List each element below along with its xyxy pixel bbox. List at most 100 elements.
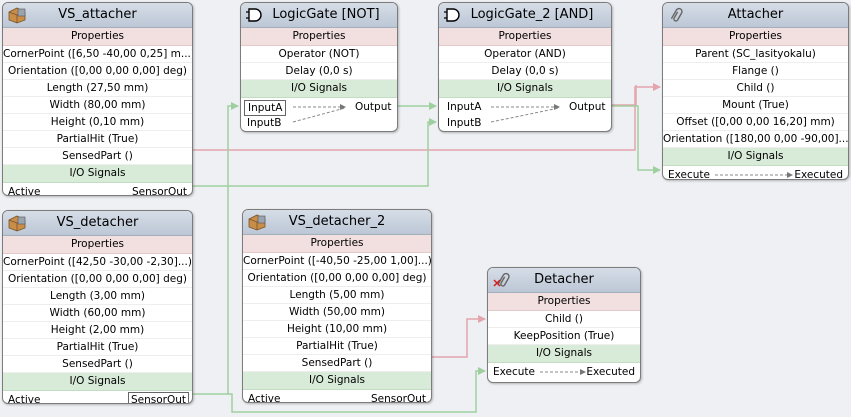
signal-active[interactable]: Active	[8, 394, 41, 404]
signal-sensorout[interactable]: SensorOut	[131, 186, 187, 196]
signal-inputb[interactable]: InputB	[247, 117, 282, 129]
component-title: LogicGate_2 [AND]	[470, 7, 594, 22]
io-signals-section-header[interactable]: I/O Signals	[439, 80, 611, 98]
io-signals-section-header[interactable]: I/O Signals	[488, 345, 640, 363]
paperclip-detach-icon	[493, 272, 510, 287]
property-width[interactable]: Width (80,00 mm)	[3, 97, 192, 114]
io-signal-row: Active SensorOut	[243, 390, 431, 403]
vs-detacher-header[interactable]: VS_detacher	[3, 211, 192, 236]
attacher-component[interactable]: Attacher Properties Parent (SC_lasityoka…	[662, 2, 849, 180]
component-title: Attacher	[727, 7, 784, 22]
property-delay[interactable]: Delay (0,0 s)	[241, 63, 397, 80]
property-cornerpoint[interactable]: CornerPoint ([42,50 -30,00 -2,30]...)	[3, 254, 192, 271]
vs-detacher-component[interactable]: VS_detacher Properties CornerPoint ([42,…	[2, 210, 193, 404]
vs-detacher-2-component[interactable]: VS_detacher_2 Properties CornerPoint ([-…	[242, 209, 432, 403]
io-signals-section-header[interactable]: I/O Signals	[3, 165, 192, 183]
property-partialhit[interactable]: PartialHit (True)	[3, 131, 192, 148]
signal-inputa[interactable]: InputA	[447, 101, 482, 113]
property-height[interactable]: Height (0,10 mm)	[3, 114, 192, 131]
detacher-component[interactable]: Detacher Properties Child () KeepPositio…	[487, 267, 641, 383]
io-signals-section-header[interactable]: I/O Signals	[3, 373, 192, 391]
io-signals-section-header[interactable]: I/O Signals	[243, 372, 431, 390]
signal-inputa[interactable]: InputA	[244, 100, 287, 116]
wire-sensedpart-to-detacher-child	[431, 315, 486, 358]
property-height[interactable]: Height (2,00 mm)	[3, 322, 192, 339]
property-orientation[interactable]: Orientation ([0,00 0,00 0,00] deg)	[243, 270, 431, 287]
attacher-header[interactable]: Attacher	[663, 3, 848, 28]
property-delay[interactable]: Delay (0,0 s)	[439, 63, 611, 80]
execute-flow-arrow	[715, 172, 793, 178]
property-partialhit[interactable]: PartialHit (True)	[243, 338, 431, 355]
property-length[interactable]: Length (27,50 mm)	[3, 80, 192, 97]
property-operator[interactable]: Operator (AND)	[439, 46, 611, 63]
properties-section-header[interactable]: Properties	[663, 28, 848, 46]
gate-io-area: InputA InputB Output	[439, 98, 611, 131]
logicgate-not-header[interactable]: LogicGate [NOT]	[241, 3, 397, 28]
property-orientation[interactable]: Orientation ([180,00 0,00 -90,00]...)	[663, 131, 848, 148]
io-signals-section-header[interactable]: I/O Signals	[241, 80, 397, 98]
signal-executed[interactable]: Executed	[586, 366, 635, 378]
properties-section-header[interactable]: Properties	[243, 235, 431, 253]
logicgate-not-component[interactable]: LogicGate [NOT] Properties Operator (NOT…	[240, 2, 398, 132]
properties-section-header[interactable]: Properties	[488, 293, 640, 311]
properties-section-header[interactable]: Properties	[3, 236, 192, 254]
signal-active[interactable]: Active	[8, 186, 41, 196]
io-signal-row: Active SensorOut	[3, 391, 192, 404]
vs-attacher-component[interactable]: VS_attacher Properties CornerPoint ([6,5…	[2, 2, 193, 196]
property-sensedpart[interactable]: SensedPart ()	[243, 355, 431, 372]
sensor-box-icon	[248, 214, 266, 231]
vs-attacher-header[interactable]: VS_attacher	[3, 3, 192, 28]
signal-output[interactable]: Output	[355, 101, 392, 113]
property-parent[interactable]: Parent (SC_lasityokalu)	[663, 46, 848, 63]
component-title: LogicGate [NOT]	[272, 7, 380, 22]
property-cornerpoint[interactable]: CornerPoint ([6,50 -40,00 0,25] m...)	[3, 46, 192, 63]
property-orientation[interactable]: Orientation ([0,00 0,00 0,00] deg)	[3, 271, 192, 288]
component-title: Detacher	[534, 272, 594, 287]
logic-gate-icon	[444, 8, 460, 22]
signal-executed[interactable]: Executed	[794, 169, 843, 180]
detacher-header[interactable]: Detacher	[488, 268, 640, 293]
property-orientation[interactable]: Orientation ([0,00 0,00 0,00] deg)	[3, 63, 192, 80]
component-title: VS_detacher_2	[288, 214, 386, 229]
property-sensedpart[interactable]: SensedPart ()	[3, 356, 192, 373]
property-partialhit[interactable]: PartialHit (True)	[3, 339, 192, 356]
sensor-box-icon	[8, 215, 26, 232]
signal-output[interactable]: Output	[569, 101, 606, 113]
signal-execute[interactable]: Execute	[668, 169, 710, 180]
logicgate-and-component[interactable]: LogicGate_2 [AND] Properties Operator (A…	[438, 2, 612, 132]
property-child[interactable]: Child ()	[663, 80, 848, 97]
gate-io-area: InputA InputB Output	[241, 98, 397, 131]
io-signal-row: Execute Executed	[663, 166, 848, 180]
property-mount[interactable]: Mount (True)	[663, 97, 848, 114]
property-flange[interactable]: Flange ()	[663, 63, 848, 80]
properties-section-header[interactable]: Properties	[439, 28, 611, 46]
property-child[interactable]: Child ()	[488, 311, 640, 328]
property-length[interactable]: Length (5,00 mm)	[243, 287, 431, 304]
property-keepposition[interactable]: KeepPosition (True)	[488, 328, 640, 345]
component-title: VS_detacher	[56, 215, 139, 230]
vs-detacher-2-header[interactable]: VS_detacher_2	[243, 210, 431, 235]
signal-sensorout[interactable]: SensorOut	[370, 393, 426, 403]
wire-and-output-to-attacher-execute	[612, 105, 661, 174]
logicgate-and-header[interactable]: LogicGate_2 [AND]	[439, 3, 611, 28]
property-offset[interactable]: Offset ([0,00 0,00 16,20] mm)	[663, 114, 848, 131]
execute-flow-arrow	[540, 369, 586, 375]
property-width[interactable]: Width (50,00 mm)	[243, 304, 431, 321]
signal-active[interactable]: Active	[248, 393, 281, 403]
property-cornerpoint[interactable]: CornerPoint ([-40,50 -25,00 1,00]...)	[243, 253, 431, 270]
component-title: VS_attacher	[58, 7, 137, 22]
io-signal-row: Active SensorOut	[3, 183, 192, 196]
signal-execute[interactable]: Execute	[493, 366, 535, 378]
sensor-box-icon	[8, 7, 26, 24]
signal-inputb[interactable]: InputB	[447, 117, 482, 129]
properties-section-header[interactable]: Properties	[241, 28, 397, 46]
property-length[interactable]: Length (3,00 mm)	[3, 288, 192, 305]
properties-section-header[interactable]: Properties	[3, 28, 192, 46]
signal-sensorout[interactable]: SensorOut	[127, 392, 189, 403]
wire-detacher-sensorout-to-not-inputa	[193, 102, 239, 395]
io-signals-section-header[interactable]: I/O Signals	[663, 148, 848, 166]
property-width[interactable]: Width (60,00 mm)	[3, 305, 192, 322]
property-sensedpart[interactable]: SensedPart ()	[3, 148, 192, 165]
property-operator[interactable]: Operator (NOT)	[241, 46, 397, 63]
property-height[interactable]: Height (10,00 mm)	[243, 321, 431, 338]
